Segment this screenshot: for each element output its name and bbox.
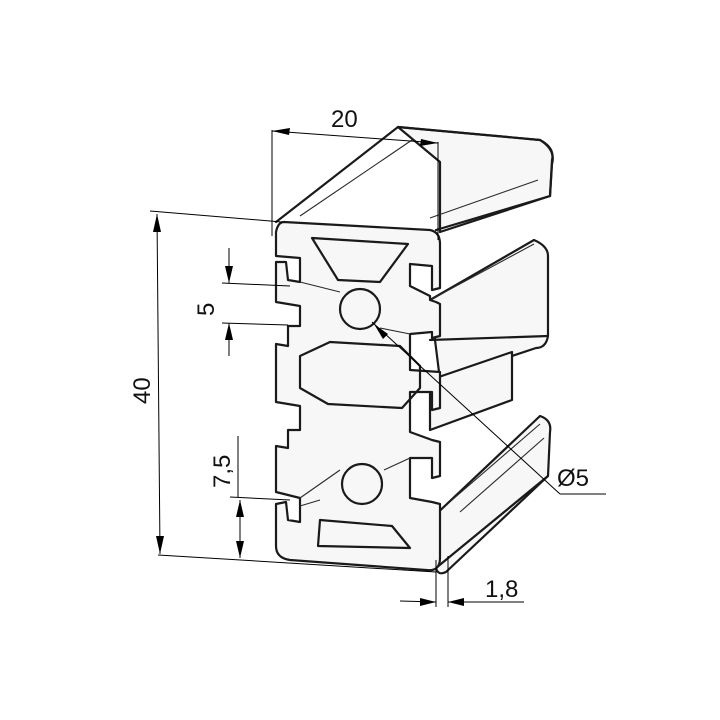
dimension-width-label: 20: [331, 106, 358, 133]
profile-extrusion: [274, 125, 554, 575]
dimension-hole-label: Ø5: [557, 465, 589, 492]
dimension-offset: 7,5: [209, 436, 291, 558]
dimension-height-label: 40: [129, 377, 156, 404]
dimension-hole: Ø5: [371, 321, 606, 495]
profile-cross-section: [274, 220, 442, 572]
dimension-wall-label: 1,8: [485, 576, 518, 603]
dimension-width: 20: [271, 106, 439, 240]
dimension-wall: 1,8: [399, 556, 524, 607]
dimension-slot: 5: [193, 248, 291, 356]
dimension-slot-label: 5: [193, 303, 220, 316]
dimension-height: 40: [129, 210, 437, 573]
dimension-offset-label: 7,5: [209, 455, 236, 488]
